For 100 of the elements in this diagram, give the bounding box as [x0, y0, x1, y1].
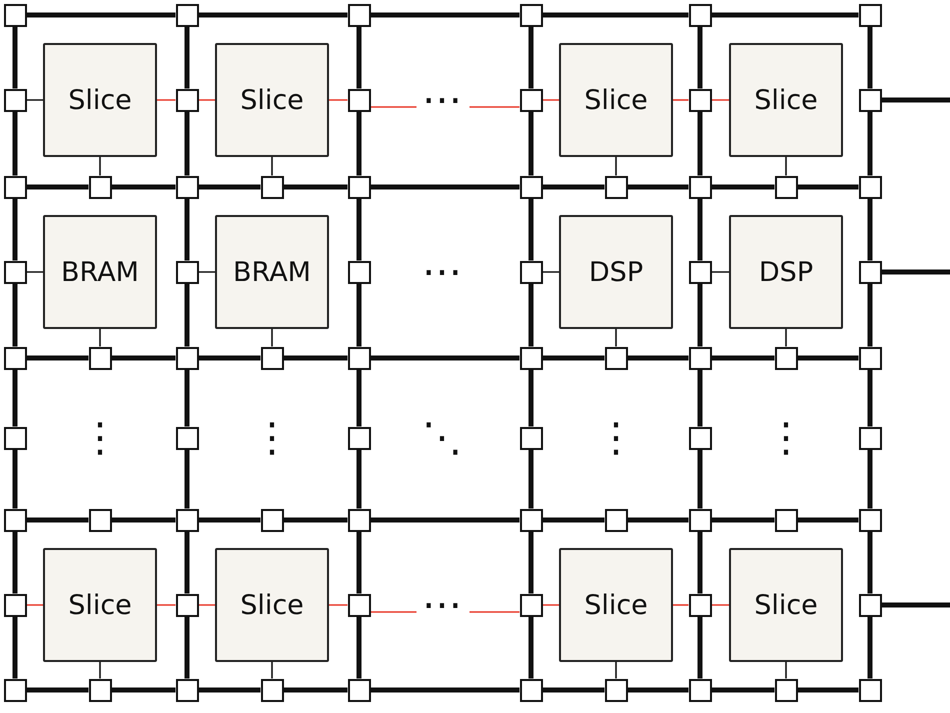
- routing-track: [712, 356, 774, 360]
- routing-box: [176, 508, 198, 532]
- routing-box: [176, 346, 198, 370]
- routing-box: [520, 176, 542, 198]
- routing-track: [26, 518, 88, 522]
- routing-box: [520, 678, 542, 702]
- connection-wire: [542, 99, 559, 101]
- routing-track: [184, 370, 190, 426]
- routing-track: [712, 518, 774, 522]
- routing-box: [858, 678, 882, 702]
- routing-track: [628, 184, 688, 190]
- routing-box: [4, 678, 26, 702]
- routing-track: [628, 518, 688, 522]
- routing-track: [712, 12, 858, 18]
- connection-wire: [198, 99, 215, 101]
- connection-wire: [198, 604, 215, 606]
- routing-track: [528, 450, 534, 508]
- routing-track: [184, 284, 190, 346]
- routing-box: [348, 346, 370, 370]
- routing-box: [858, 176, 882, 198]
- connection-wire: [271, 329, 273, 346]
- routing-track: [712, 688, 774, 692]
- routing-track: [698, 198, 702, 260]
- routing-box: [858, 346, 882, 370]
- routing-box: [688, 594, 712, 616]
- logic-block: [729, 215, 843, 329]
- routing-box: [176, 88, 198, 112]
- routing-track: [698, 112, 702, 176]
- routing-box: [348, 260, 370, 284]
- routing-box: [520, 260, 542, 284]
- routing-box: [176, 678, 198, 702]
- routing-track: [542, 518, 604, 522]
- routing-track: [356, 370, 362, 426]
- routing-box: [176, 426, 198, 450]
- routing-box: [774, 678, 798, 702]
- routing-track: [698, 26, 702, 88]
- routing-box: [774, 346, 798, 370]
- routing-box: [348, 678, 370, 702]
- connection-wire: [99, 662, 101, 678]
- routing-track: [12, 370, 18, 426]
- routing-track: [198, 356, 260, 360]
- routing-track: [868, 370, 872, 426]
- routing-track: [542, 12, 688, 18]
- routing-box: [688, 346, 712, 370]
- routing-track: [868, 616, 872, 678]
- connection-wire: [26, 99, 43, 101]
- routing-track: [528, 532, 534, 594]
- routing-box: [88, 508, 112, 532]
- routing-track: [12, 26, 18, 88]
- routing-box: [688, 678, 712, 702]
- routing-track: [882, 602, 950, 608]
- connection-wire: [329, 604, 348, 606]
- routing-track: [12, 532, 18, 594]
- routing-track: [698, 450, 702, 508]
- connection-wire: [198, 271, 215, 273]
- routing-box: [88, 678, 112, 702]
- logic-block: [559, 43, 673, 157]
- routing-box: [688, 508, 712, 532]
- connection-wire: [329, 99, 348, 101]
- routing-track: [184, 26, 190, 88]
- connection-wire: [673, 99, 688, 101]
- routing-track: [882, 98, 950, 102]
- connection-wire: [542, 604, 559, 606]
- routing-box: [88, 346, 112, 370]
- block-label: DSP: [758, 256, 814, 288]
- routing-box: [688, 426, 712, 450]
- block-label: Slice: [584, 84, 648, 116]
- routing-track: [12, 284, 18, 346]
- routing-box: [604, 678, 628, 702]
- routing-track: [26, 12, 176, 18]
- routing-track: [198, 184, 260, 190]
- ellipsis-label: ⋮: [252, 418, 292, 458]
- logic-block: [43, 43, 157, 157]
- routing-track: [712, 184, 774, 190]
- logic-block: [729, 43, 843, 157]
- routing-box: [348, 426, 370, 450]
- routing-track: [528, 616, 534, 678]
- routing-track: [542, 184, 604, 190]
- routing-track: [184, 532, 190, 594]
- routing-box: [348, 508, 370, 532]
- routing-track: [12, 450, 18, 508]
- routing-box: [520, 4, 542, 26]
- routing-box: [688, 260, 712, 284]
- routing-box: [858, 88, 882, 112]
- routing-track: [184, 112, 190, 176]
- routing-track: [528, 284, 534, 346]
- connection-wire: [26, 271, 43, 273]
- routing-track: [698, 616, 702, 678]
- routing-box: [348, 4, 370, 26]
- routing-track: [356, 450, 362, 508]
- routing-track: [542, 356, 604, 360]
- connection-wire: [99, 329, 101, 346]
- routing-box: [688, 4, 712, 26]
- ellipsis-label: ⋯: [422, 252, 462, 292]
- connection-wire: [673, 604, 688, 606]
- routing-box: [4, 346, 26, 370]
- ellipsis-label: ⋮: [80, 418, 120, 458]
- routing-box: [858, 426, 882, 450]
- routing-track: [12, 112, 18, 176]
- routing-box: [520, 508, 542, 532]
